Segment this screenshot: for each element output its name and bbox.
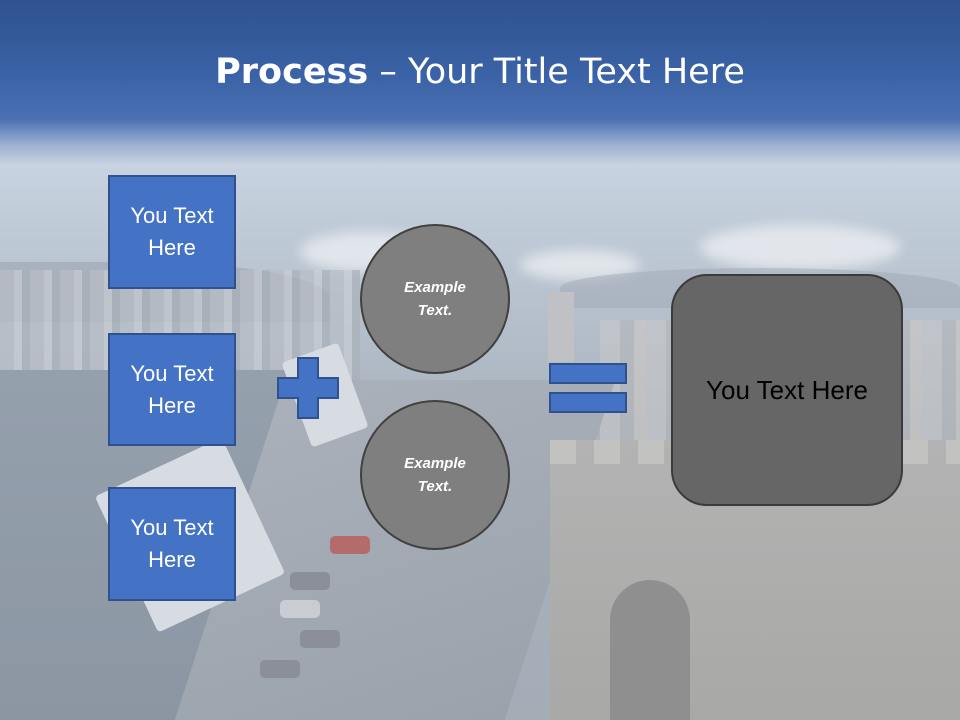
text-box-3-label: You Text Here xyxy=(130,515,214,572)
text-box-1[interactable]: You Text Here xyxy=(108,175,236,289)
equals-bar-bottom xyxy=(549,392,627,413)
text-box-2[interactable]: You Text Here xyxy=(108,333,236,446)
result-box[interactable]: You Text Here xyxy=(671,274,903,506)
example-circle-2[interactable]: Example Text. xyxy=(360,400,510,550)
text-box-3[interactable]: You Text Here xyxy=(108,487,236,601)
example-circle-2-label: Example Text. xyxy=(404,455,466,495)
example-circle-1[interactable]: Example Text. xyxy=(360,224,510,374)
text-box-2-label: You Text Here xyxy=(130,360,214,418)
text-box-1-label: You Text Here xyxy=(130,203,214,260)
title-bold: Process xyxy=(215,52,369,92)
equals-bar-top xyxy=(549,363,627,384)
title-rest: – Your Title Text Here xyxy=(368,52,745,92)
plus-icon xyxy=(277,357,339,419)
example-circle-1-label: Example Text. xyxy=(404,279,466,319)
title-band xyxy=(0,0,960,165)
slide-title: Process – Your Title Text Here xyxy=(0,52,960,92)
result-box-label: You Text Here xyxy=(706,374,868,405)
